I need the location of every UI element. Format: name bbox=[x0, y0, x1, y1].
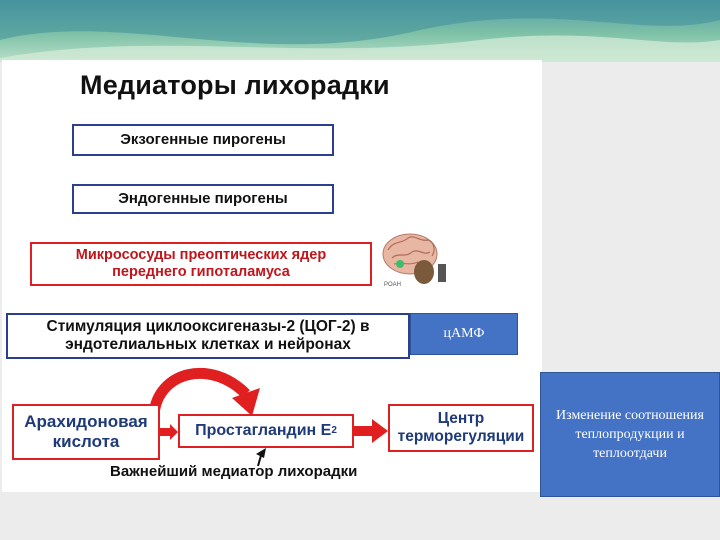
header-banner bbox=[0, 0, 720, 62]
arachidonic-line1: Арахидоновая bbox=[24, 412, 148, 432]
arachidonic-line2: кислота bbox=[52, 432, 120, 451]
brain-illustration: POAH bbox=[382, 233, 446, 288]
center-line2: терморегуляции bbox=[397, 428, 525, 445]
thermoregulation-center-box: Центр терморегуляции bbox=[388, 404, 534, 452]
center-line1: Центр bbox=[437, 410, 485, 428]
cox2-line1: Стимуляция циклооксигеназы-2 (ЦОГ-2) в bbox=[46, 318, 370, 336]
camp-label: цАМФ bbox=[443, 326, 485, 341]
microvessels-line2: переднего гипоталамуса bbox=[112, 264, 290, 280]
endogenous-label: Эндогенные пирогены bbox=[118, 190, 288, 208]
page-title: Медиаторы лихорадки bbox=[80, 70, 390, 100]
right-arrow-icon bbox=[160, 424, 178, 440]
camp-box: цАМФ bbox=[410, 313, 518, 355]
microvessels-box: Микрососуды преоптических ядер переднего… bbox=[30, 242, 372, 286]
right-arrow-icon bbox=[354, 419, 388, 443]
brain-label: POAH bbox=[384, 282, 401, 288]
exogenous-pyrogens-box: Экзогенные пирогены bbox=[72, 124, 334, 156]
prostaglandin-label: Простагландин Е bbox=[195, 421, 332, 439]
cox2-line2: эндотелиальных клетках и нейронах bbox=[65, 336, 351, 353]
up-arrow-icon bbox=[256, 448, 266, 466]
microvessels-line1: Микрососуды преоптических ядер bbox=[75, 247, 327, 264]
cox2-stimulation-box: Стимуляция циклооксигеназы-2 (ЦОГ-2) в э… bbox=[6, 313, 410, 359]
key-mediator-caption: Важнейший медиатор лихорадки bbox=[110, 463, 358, 480]
prostaglandin-subscript: 2 bbox=[331, 425, 337, 437]
heat-balance-change-box: Изменение соотношения теплопродукции и т… bbox=[540, 372, 720, 497]
change-text: Изменение соотношения теплопродукции и т… bbox=[556, 408, 704, 461]
arachidonic-acid-box: Арахидоновая кислота bbox=[12, 404, 160, 460]
exogenous-label: Экзогенные пирогены bbox=[120, 131, 286, 149]
endogenous-pyrogens-box: Эндогенные пирогены bbox=[72, 184, 334, 214]
curved-arrow-icon bbox=[148, 367, 260, 416]
wave-decoration bbox=[0, 0, 720, 62]
